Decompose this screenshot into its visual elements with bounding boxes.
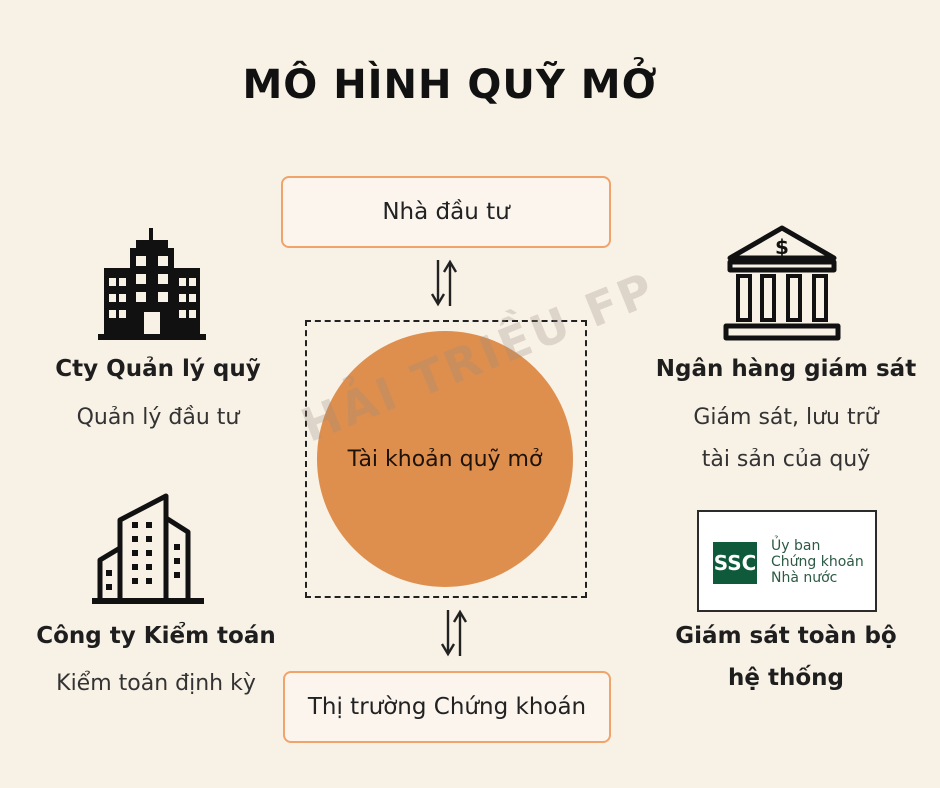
ssc-badge: SSC	[713, 542, 757, 584]
ssc-line1: Ủy ban	[771, 538, 821, 554]
custodian-bank-desc-line2: tài sản của quỹ	[701, 447, 871, 472]
audit-company-title: Công ty Kiểm toán	[36, 623, 276, 649]
custodian-bank-title: Ngân hàng giám sát	[655, 356, 917, 382]
office-building-icon	[98, 228, 206, 340]
ssc-title-line2: hệ thống	[728, 665, 844, 691]
investor-box: Nhà đầu tư	[281, 176, 611, 248]
page-title: MÔ HÌNH QUỸ MỞ	[242, 62, 658, 108]
fund-account-frame	[305, 320, 587, 598]
bidirectional-arrow-icon	[430, 259, 458, 307]
fund-account-circle: Tài khoản quỹ mở	[317, 331, 573, 587]
stock-market-box: Thị trường Chứng khoán	[283, 671, 611, 743]
ssc-line2: Chứng khoán	[771, 554, 864, 570]
svg-text:$: $	[775, 235, 789, 259]
tower-building-icon	[92, 493, 204, 604]
ssc-logo: SSC Ủy ban Chứng khoán Nhà nước	[697, 510, 877, 612]
investor-label: Nhà đầu tư	[382, 199, 510, 225]
ssc-title-line1: Giám sát toàn bộ	[675, 623, 897, 649]
bank-dollar-icon: $	[723, 225, 841, 341]
audit-company-desc: Kiểm toán định kỳ	[56, 671, 256, 696]
fund-management-company-desc: Quản lý đầu tư	[76, 405, 240, 430]
custodian-bank-desc-line1: Giám sát, lưu trữ	[693, 405, 879, 430]
bidirectional-arrow-icon	[440, 609, 468, 657]
stock-market-label: Thị trường Chứng khoán	[307, 694, 587, 720]
ssc-line3: Nhà nước	[771, 570, 838, 586]
fund-account-label: Tài khoản quỹ mở	[347, 446, 543, 472]
fund-management-company-title: Cty Quản lý quỹ	[55, 356, 261, 382]
